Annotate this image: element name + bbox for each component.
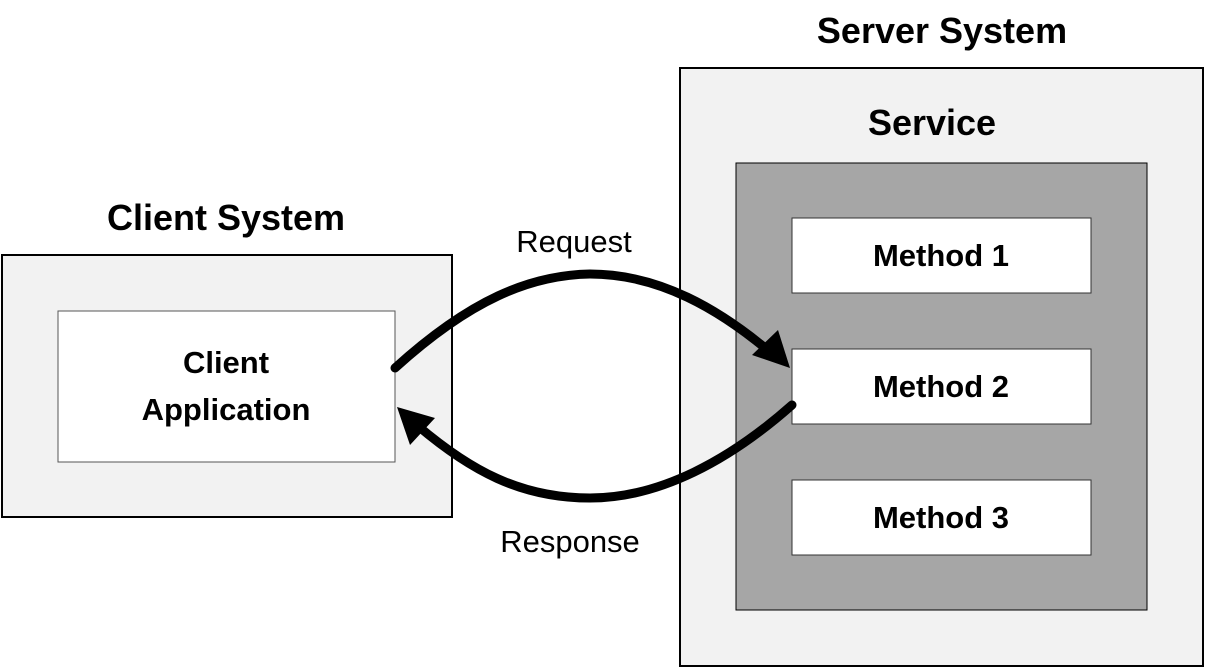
client-application-box [57, 310, 396, 463]
client-system: Client System Client Application [1, 197, 453, 518]
response-label: Response [500, 524, 640, 559]
client-application-label-1: Client [183, 345, 269, 380]
client-application-label-2: Application [142, 392, 311, 427]
method-3-box [791, 479, 1092, 556]
request-arrowhead-icon [752, 330, 790, 368]
method-2-label: Method 2 [873, 369, 1009, 404]
server-system: Server System Service Method 1 Method 2 … [679, 10, 1204, 667]
server-system-title: Server System [817, 10, 1067, 51]
request-label: Request [516, 224, 632, 259]
response-arrow [413, 400, 797, 503]
method-1-label: Method 1 [873, 238, 1009, 273]
response-arrowhead-icon [397, 407, 435, 445]
method-3-label: Method 3 [873, 500, 1009, 535]
client-system-title: Client System [107, 197, 345, 238]
request-arrow [390, 269, 775, 373]
arrows: Request Response [390, 224, 797, 559]
method-2-box [791, 348, 1092, 425]
service-title: Service [868, 102, 996, 143]
method-1-box [791, 217, 1092, 294]
